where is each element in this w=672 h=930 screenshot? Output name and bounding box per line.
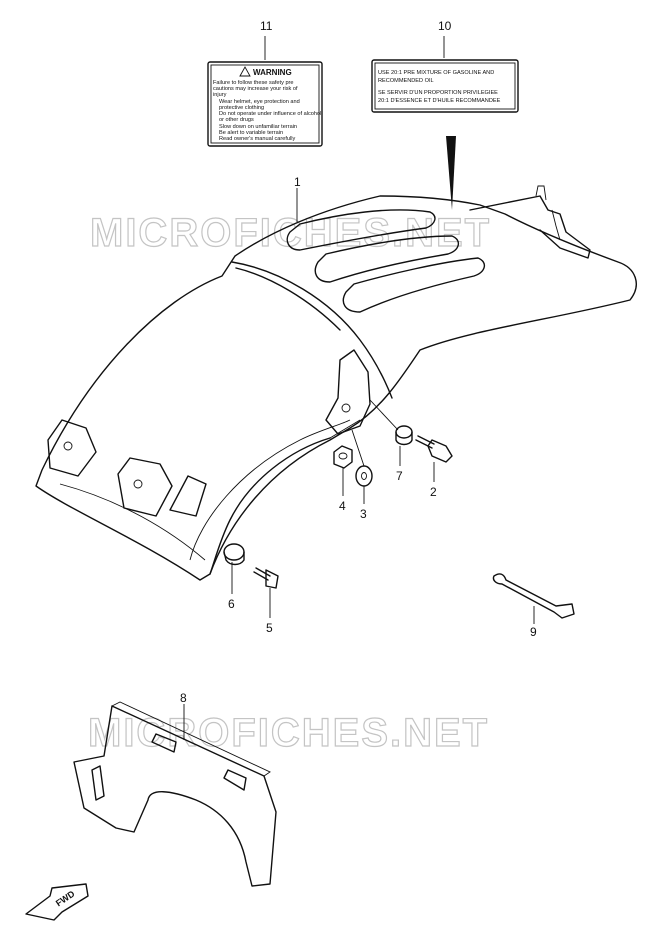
callout-11: 11 xyxy=(260,19,273,33)
washer-part[interactable] xyxy=(351,429,373,487)
callout-6: 6 xyxy=(228,597,235,611)
warning-line: Be alert to variable terrain xyxy=(219,130,283,136)
watermark-top: MICROFICHES.NET xyxy=(90,211,491,255)
warning-line: Do not operate under influence of alcoho… xyxy=(219,111,321,117)
warning-line: Wear helmet, eye protection and xyxy=(219,99,300,105)
screw-part[interactable] xyxy=(253,567,279,589)
warning-line: Failure to follow these safety pre xyxy=(213,80,294,86)
rear-fender-part[interactable] xyxy=(35,185,637,581)
bolt-part-2[interactable] xyxy=(369,399,453,463)
collar-part[interactable] xyxy=(395,425,413,446)
fuel-mixture-label-part[interactable]: USE 20:1 PRE MIXTURE OF GASOLINE AND REC… xyxy=(371,59,519,113)
warning-line: Read owner's manual carefully xyxy=(219,136,296,142)
callout-3: 3 xyxy=(360,507,367,521)
grommet-part[interactable] xyxy=(223,543,245,566)
warning-line: or other drugs xyxy=(219,117,254,123)
fwd-arrow-icon: FWD xyxy=(25,883,89,921)
callout-2: 2 xyxy=(430,485,437,499)
callout-4: 4 xyxy=(339,499,346,513)
warning-label-part[interactable]: WARNING Failure to follow these safety p… xyxy=(207,61,323,147)
warning-triangle-icon xyxy=(239,66,251,77)
callout-7: 7 xyxy=(396,469,403,483)
warning-heading: WARNING xyxy=(253,68,292,77)
nut-part[interactable] xyxy=(333,445,353,469)
label-location-pointer xyxy=(446,136,456,210)
warning-line: Slow down on unfamiliar terrain xyxy=(219,124,297,130)
warning-line: cautions may increase your risk of xyxy=(213,86,298,92)
callout-9: 9 xyxy=(530,625,537,639)
warning-line: injury xyxy=(213,92,227,98)
clip-part[interactable] xyxy=(492,573,575,619)
warning-line: protective clothing xyxy=(219,105,264,111)
callout-10: 10 xyxy=(438,19,452,33)
callout-5: 5 xyxy=(266,621,273,635)
fuel-label-line: SE SERVIR D'UN PROPORTION PRIVILEGIEE xyxy=(378,90,498,96)
leader-lines xyxy=(183,36,535,740)
callout-1: 1 xyxy=(294,175,301,189)
fuel-label-line: 20:1 D'ESSENCE ET D'HUILE RECOMMANDEE xyxy=(378,98,501,104)
fuel-label-line: RECOMMENDED OIL xyxy=(378,78,434,84)
watermark-bottom: MICROFICHES.NET xyxy=(88,711,489,755)
fuel-label-line: USE 20:1 PRE MIXTURE OF GASOLINE AND xyxy=(378,70,494,76)
callout-8: 8 xyxy=(180,691,187,705)
mud-guard-part[interactable] xyxy=(73,701,277,887)
